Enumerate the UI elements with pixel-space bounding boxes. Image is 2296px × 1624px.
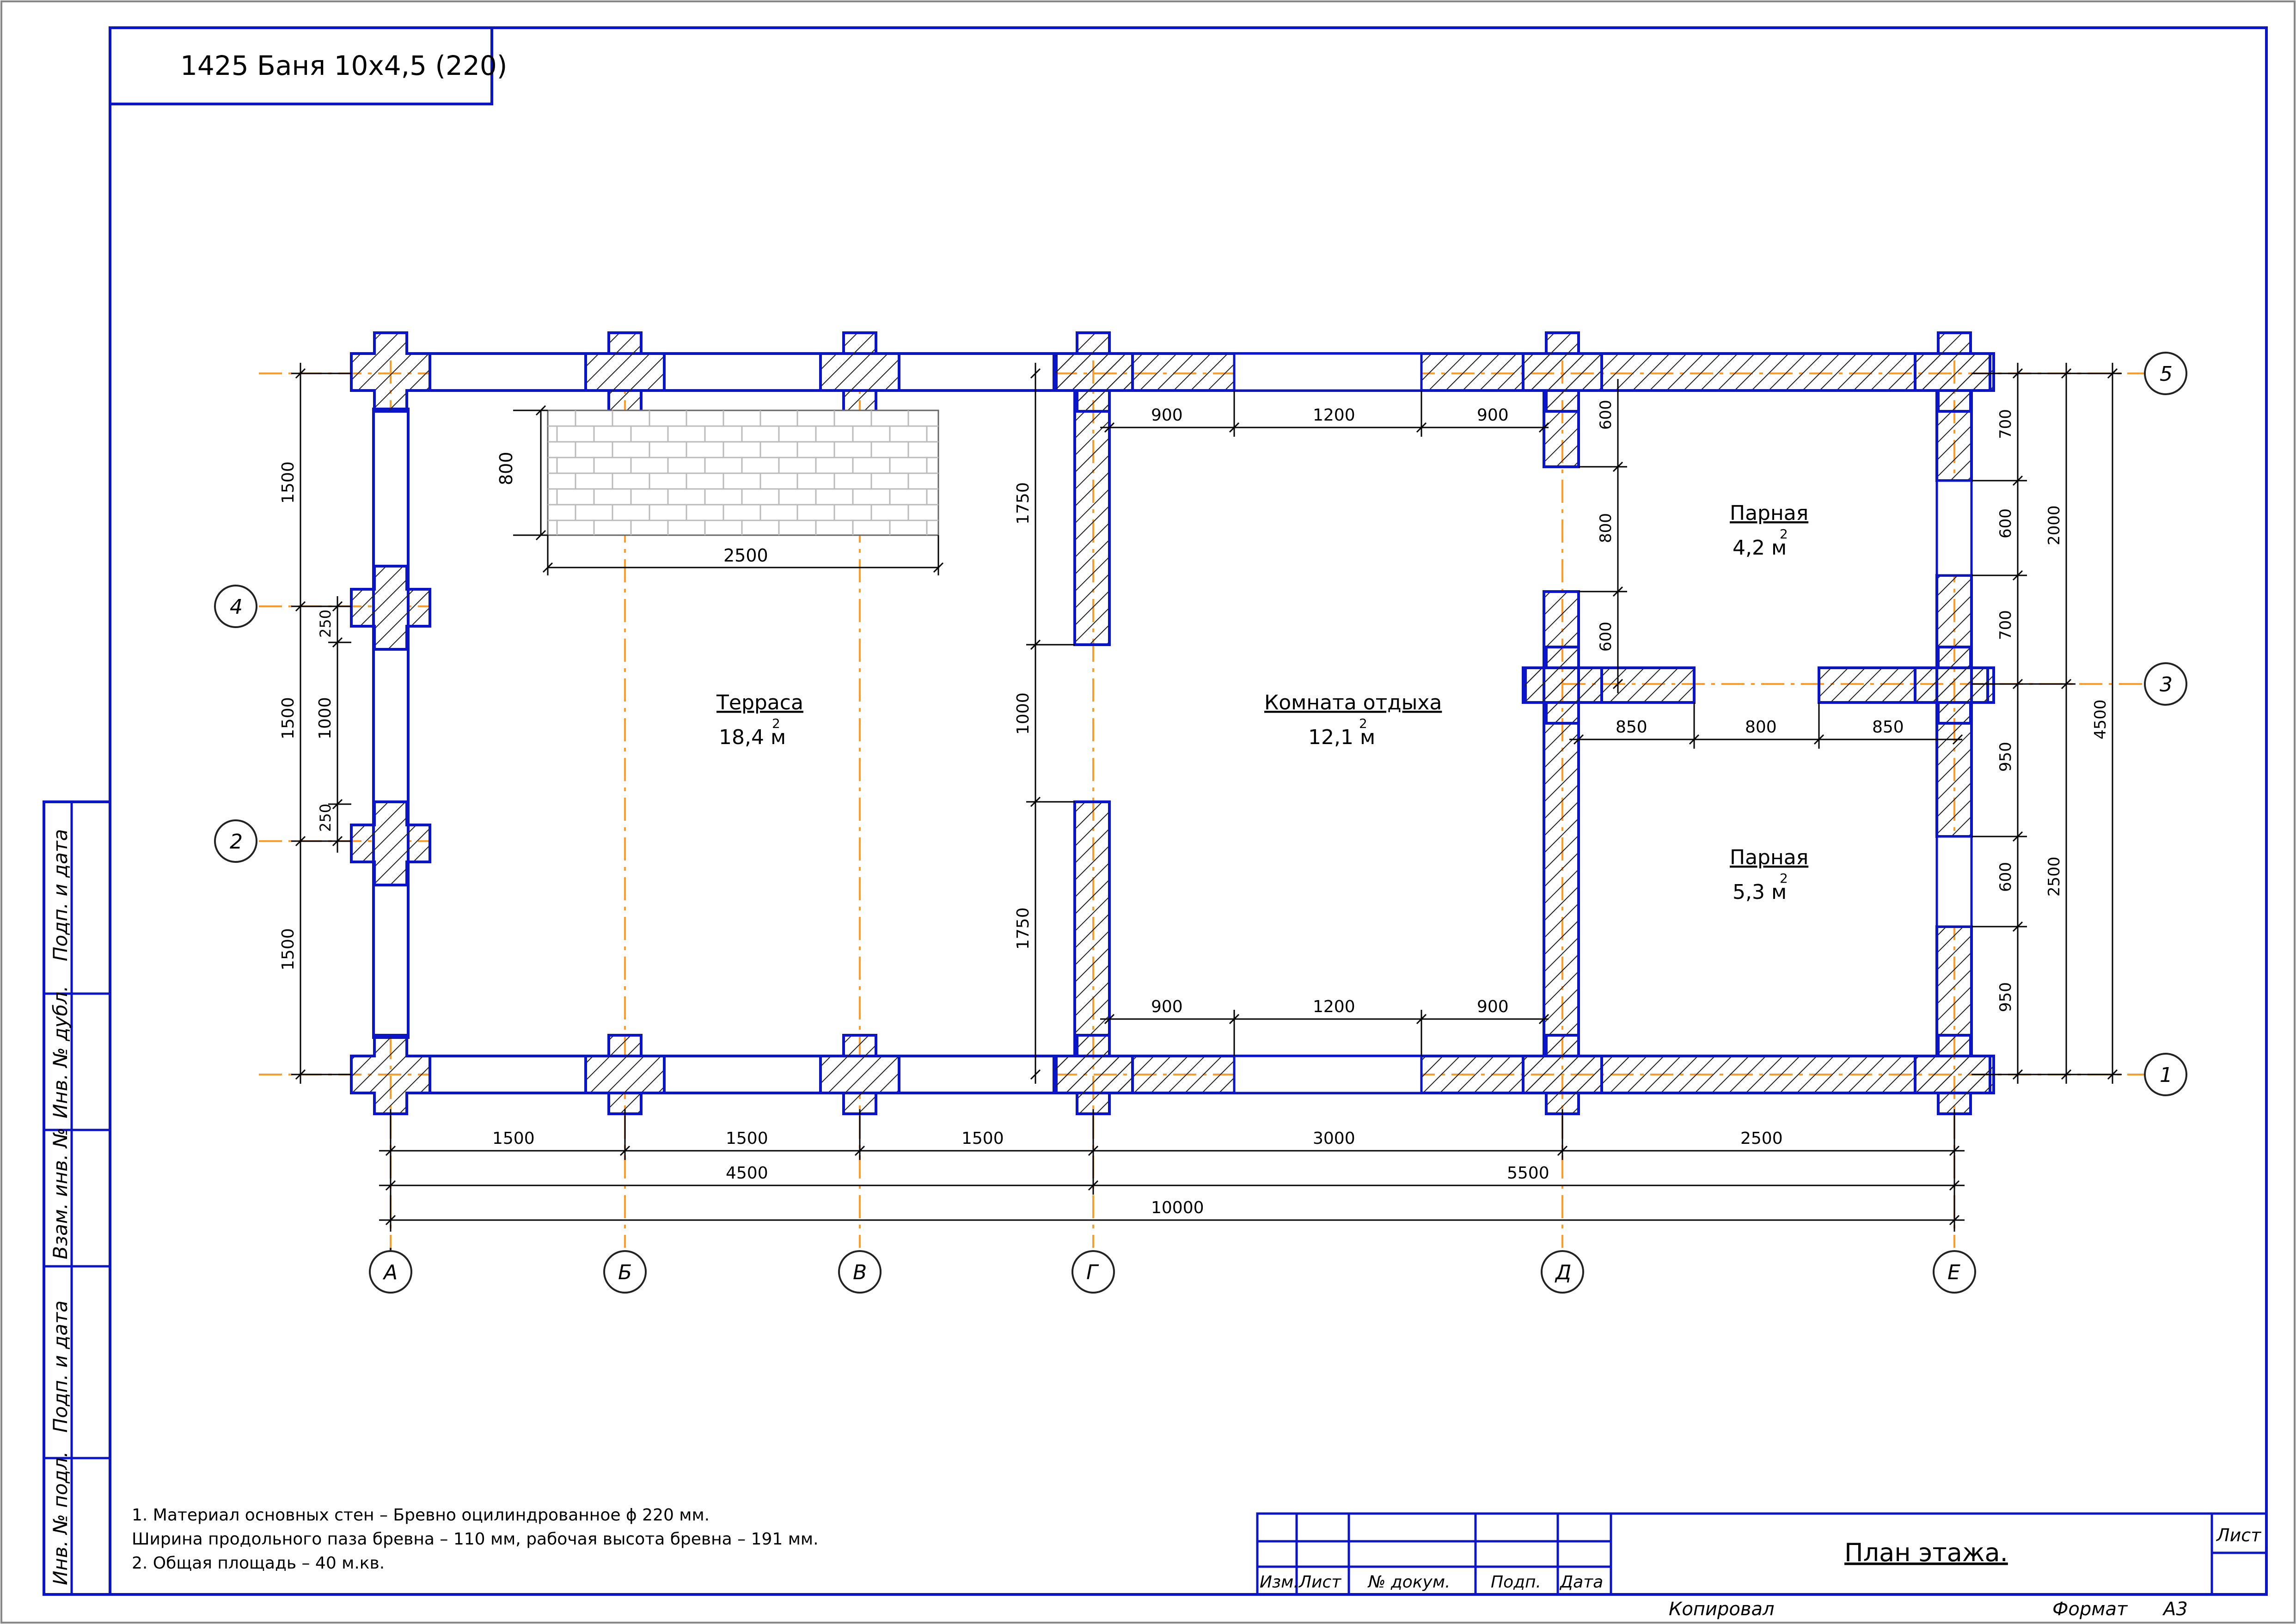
- note-line-1: 1. Материал основных стен – Бревно оцили…: [132, 1506, 710, 1525]
- dim-left-outer-0: 1500: [279, 461, 298, 504]
- dim-b1-2: 1500: [961, 1129, 1004, 1148]
- stamp-inv-podl: Инв. № подл.: [49, 1451, 72, 1585]
- window-openings: [1233, 352, 1973, 1094]
- axis-lines: [259, 360, 2149, 1248]
- col-sign: Подп.: [1491, 1573, 1541, 1592]
- room-terrace-sup: 2: [772, 716, 780, 731]
- project-title-box: 1425 Баня 10х4,5 (220): [109, 26, 507, 105]
- col-list: Лист: [1298, 1573, 1341, 1592]
- dim-rm-1: 2500: [2045, 856, 2063, 897]
- stamp-podp-data-1: Подп. и дата: [49, 829, 72, 961]
- room-rest-name: Комната отдыха: [1264, 691, 1442, 714]
- col-date: Дата: [1559, 1573, 1603, 1592]
- dim-room-bot-0: 900: [1151, 997, 1183, 1016]
- room-rest-area: 12,1 м: [1308, 726, 1375, 749]
- dimension-texts: 1500 1500 1500 3000 2500 4500 5500 10000…: [279, 400, 2110, 1217]
- room-steam2-area: 5,3 м: [1733, 880, 1787, 904]
- room-terrace-name: Терраса: [716, 691, 803, 714]
- axis-label-1: 1: [2160, 1063, 2173, 1087]
- dim-left-inner-0: 250: [317, 610, 334, 638]
- dim-b1-3: 3000: [1313, 1129, 1355, 1148]
- dim-left-inner-2: 250: [317, 804, 334, 832]
- room-steam1-sup: 2: [1780, 526, 1788, 542]
- title-block: [1256, 1512, 2268, 1596]
- dim-ri-1: 600: [1996, 508, 2015, 538]
- project-title: 1425 Баня 10х4,5 (220): [180, 50, 507, 81]
- dim-b1-1: 1500: [726, 1129, 768, 1148]
- dim-ri-5: 950: [1996, 982, 2015, 1012]
- terrace-beams: [372, 352, 1058, 1094]
- sheet-label: Лист: [2216, 1525, 2262, 1545]
- bench-height-dim: 800: [496, 452, 516, 485]
- axis-bubble-labels: А Б В Г Д Е 5 4 3 2 1: [230, 362, 2173, 1284]
- dim-d-2: 600: [1597, 622, 1615, 652]
- sheet-title: План этажа.: [1844, 1538, 2008, 1567]
- dim-room-top-2: 900: [1477, 406, 1509, 425]
- axis-label-b: Б: [618, 1261, 632, 1284]
- dim-b1-0: 1500: [492, 1129, 535, 1148]
- dimension-lines: [291, 363, 2122, 1232]
- axis-label-g: Г: [1086, 1261, 1099, 1284]
- room-steam1-area: 4,2 м: [1733, 536, 1787, 560]
- dim-room-top-1: 1200: [1313, 406, 1355, 425]
- dim-g-0: 1750: [1014, 482, 1033, 525]
- stamp-podp-data-2: Подп. и дата: [49, 1300, 72, 1433]
- axis-label-v: В: [853, 1261, 867, 1284]
- dim-g-1: 1000: [1014, 692, 1033, 735]
- dim-left-outer-1: 1500: [279, 697, 298, 739]
- note-line-3: 2. Общая площадь – 40 м.кв.: [132, 1554, 385, 1573]
- axis-label-4: 4: [230, 595, 243, 619]
- dim-d-0: 600: [1597, 400, 1615, 430]
- brick-bench: 800 2500: [496, 405, 944, 575]
- hatched-walls: [1055, 352, 1991, 1094]
- stamp-vzam-inv: Взам. инв. №: [49, 1128, 72, 1259]
- axis-label-3: 3: [2160, 673, 2173, 696]
- axis-label-2: 2: [230, 830, 243, 854]
- dim-b2-1: 5500: [1507, 1164, 1549, 1183]
- room-steam2-sup: 2: [1780, 871, 1788, 886]
- dim-d-1: 800: [1597, 513, 1615, 543]
- dim-ri-2: 700: [1996, 610, 2015, 640]
- dim-part-0: 850: [1616, 718, 1647, 737]
- axis-bubbles: [214, 352, 2187, 1294]
- dim-ri-4: 600: [1996, 862, 2015, 892]
- dim-part-2: 850: [1872, 718, 1904, 737]
- dim-ro: 4500: [2091, 699, 2110, 739]
- col-izm: Изм.: [1260, 1573, 1299, 1592]
- dim-room-bot-2: 900: [1477, 997, 1509, 1016]
- title-block-texts: Изм. Лист № докум. Подп. Дата План этажа…: [1260, 1525, 2262, 1620]
- dim-rm-0: 2000: [2045, 505, 2063, 545]
- room-labels: Терраса 18,4 м 2 Комната отдыха 12,1 м 2…: [716, 501, 1808, 904]
- room-terrace-area: 18,4 м: [719, 726, 786, 749]
- axis-label-d: Д: [1555, 1261, 1571, 1284]
- axis-label-a: А: [382, 1261, 398, 1284]
- notes: 1. Материал основных стен – Бревно оцили…: [132, 1506, 819, 1573]
- room-steam2-name: Парная: [1730, 846, 1808, 869]
- copied-label: Копировал: [1669, 1599, 1775, 1620]
- dim-ri-3: 950: [1996, 742, 2015, 772]
- format-value: А3: [2162, 1599, 2188, 1620]
- stamp-inv-dubl: Инв. № дубл.: [49, 986, 72, 1118]
- note-line-2: Ширина продольного паза бревна – 110 мм,…: [132, 1530, 819, 1549]
- dim-ri-0: 700: [1996, 409, 2015, 439]
- side-stamp: Подп. и дата Инв. № дубл. Взам. инв. № П…: [43, 800, 111, 1596]
- bench-width-dim: 2500: [723, 545, 768, 566]
- room-rest-sup: 2: [1359, 716, 1367, 731]
- dim-room-bot-1: 1200: [1313, 997, 1355, 1016]
- format-label: Формат: [2052, 1599, 2128, 1620]
- dim-left-outer-2: 1500: [279, 928, 298, 971]
- dim-b1-4: 2500: [1740, 1129, 1783, 1148]
- room-steam1-name: Парная: [1730, 501, 1808, 525]
- dim-room-top-0: 900: [1151, 406, 1183, 425]
- dim-g-2: 1750: [1014, 907, 1033, 950]
- dim-part-1: 800: [1745, 718, 1777, 737]
- dim-left-inner-1: 1000: [316, 697, 335, 739]
- col-doc: № докум.: [1367, 1573, 1450, 1592]
- axis-label-5: 5: [2160, 362, 2173, 386]
- dim-b3: 10000: [1151, 1198, 1204, 1217]
- dim-b2-0: 4500: [726, 1164, 768, 1183]
- axis-label-e: Е: [1947, 1261, 1960, 1284]
